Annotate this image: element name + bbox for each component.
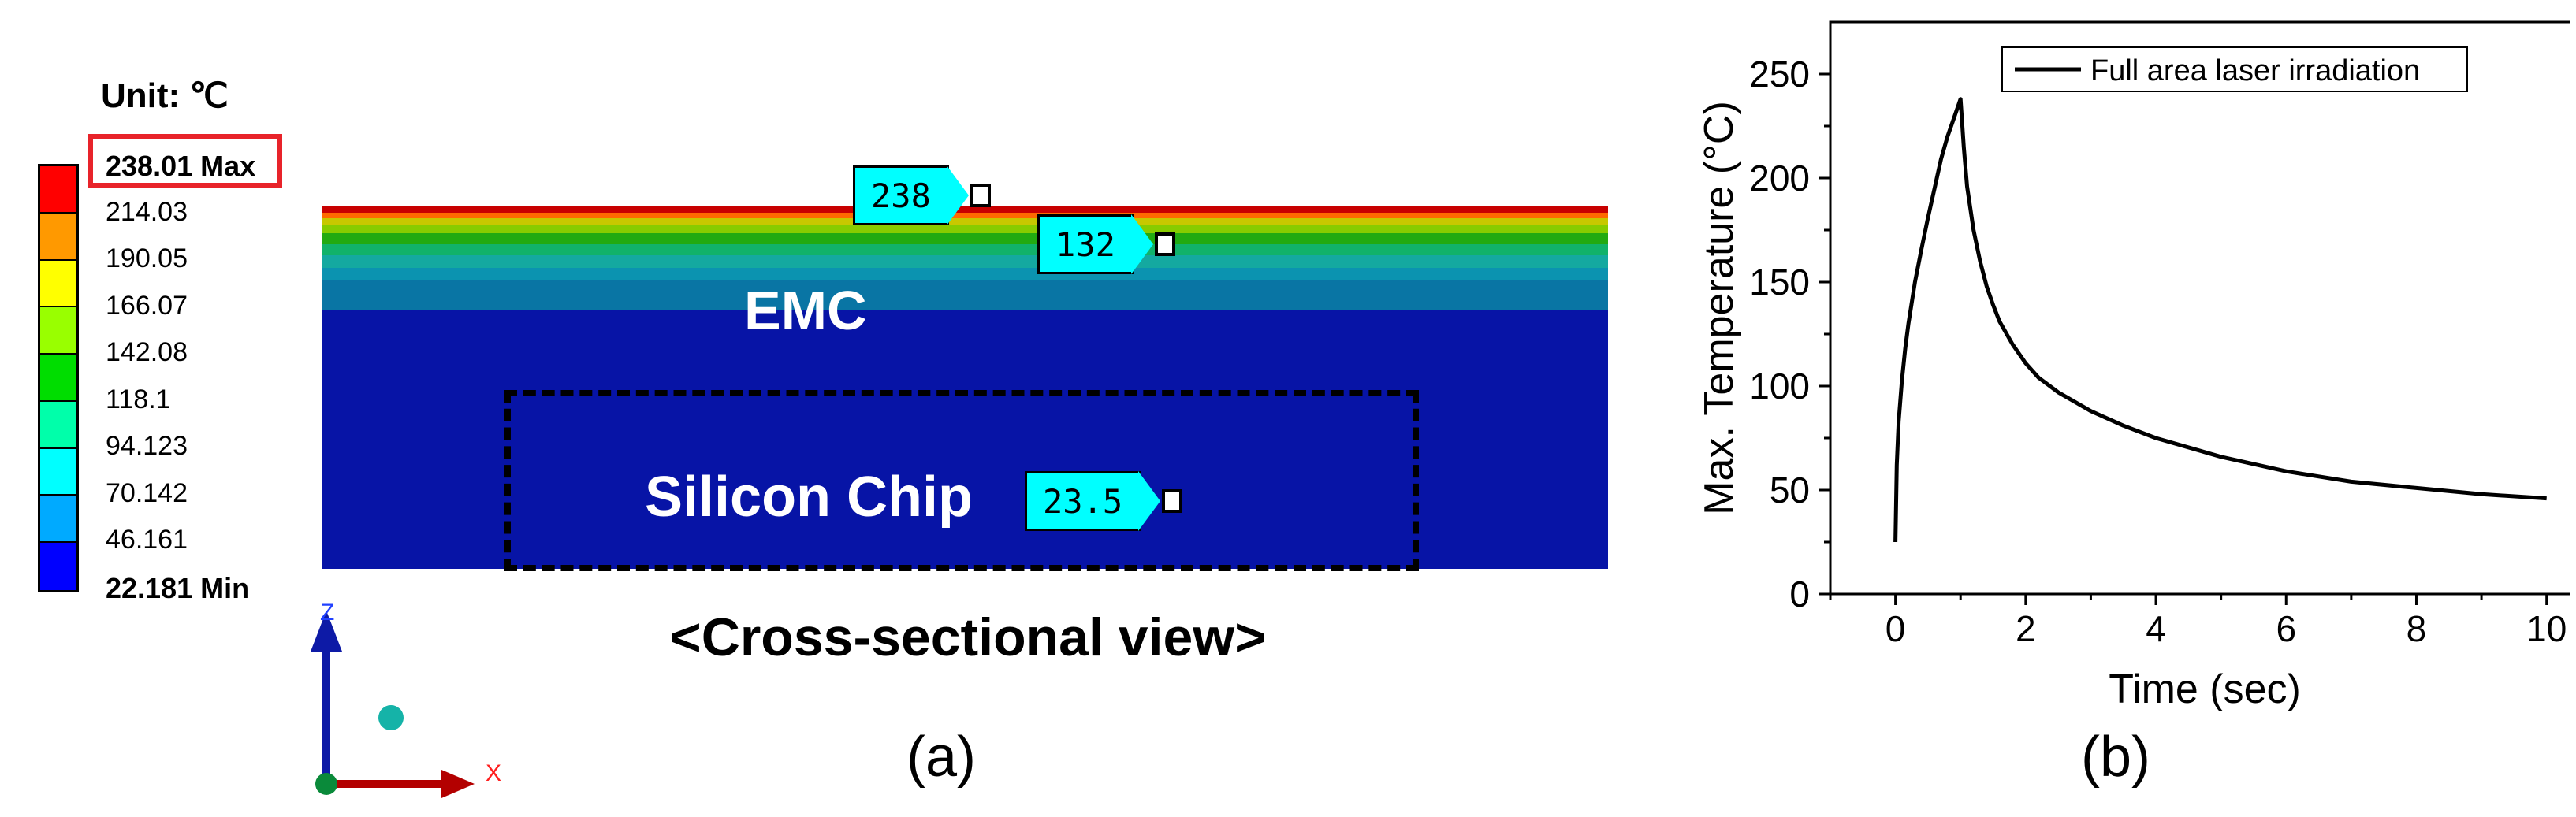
layer-green <box>322 233 1608 244</box>
color-bar-band <box>40 260 76 308</box>
layer-yellowgreen <box>322 225 1608 233</box>
layer-substrate <box>322 310 1608 569</box>
legend-unit-title: Unit: ℃ <box>101 76 229 115</box>
legend-label: 214.03 <box>106 196 188 227</box>
legend-label: 166.07 <box>106 290 188 321</box>
probe-max: 238 <box>853 165 991 225</box>
x-tick-label: 10 <box>2526 608 2567 649</box>
legend-entry: Full area laser irradiation <box>2090 54 2420 87</box>
layer-cyan <box>322 255 1608 268</box>
y-axis-label: Max. Temperature (°C) <box>1696 101 1742 515</box>
probe-tag: 238 <box>853 165 949 225</box>
chart-axes <box>1829 20 2570 596</box>
legend-label: 238.01 Max <box>106 150 256 182</box>
origin-dot <box>315 773 337 795</box>
z-axis-label: Z <box>320 600 334 626</box>
x-axis-label: X <box>486 760 501 786</box>
color-bar-band <box>40 355 76 402</box>
layer-lightblue <box>322 268 1608 280</box>
probe-tip <box>946 165 969 225</box>
max-value-highlight-box <box>88 134 282 188</box>
region-label-silicon-chip: Silicon Chip <box>645 466 973 529</box>
silicon-chip-outline <box>504 390 1419 571</box>
chart-legend: Full area laser irradiation <box>2001 46 2468 92</box>
plot-frame <box>1829 20 2570 596</box>
y-tick-label: 50 <box>1770 470 1810 511</box>
panel-label-b: (b) <box>2081 726 2150 789</box>
color-bar-band <box>40 166 76 214</box>
probe-tip <box>1138 471 1161 531</box>
y-tick-label: 100 <box>1749 366 1810 407</box>
probe-mid: 132 <box>1037 214 1175 274</box>
legend-label: 94.123 <box>106 431 188 461</box>
y-tick-label: 0 <box>1789 574 1810 615</box>
cross-section-contour <box>322 206 1608 569</box>
legend-label: 142.08 <box>106 337 188 367</box>
probe-min: 23.5 <box>1025 471 1183 531</box>
series-line <box>1893 97 2547 543</box>
legend-label: 22.181 Min <box>106 571 250 604</box>
color-bar-band <box>40 448 76 496</box>
y-tick-label: 200 <box>1749 158 1810 199</box>
probe-pin <box>1154 232 1175 256</box>
probe-pin <box>970 184 991 207</box>
y-tick-label: 250 <box>1749 54 1810 95</box>
probe-value: 238 <box>871 176 931 215</box>
legend-label: 70.142 <box>106 477 188 508</box>
view-sphere-icon <box>378 705 404 730</box>
region-label-emc: EMC <box>744 280 867 341</box>
coordinate-triad-icon: Z X <box>311 600 501 798</box>
x-tick-label: 4 <box>2146 608 2166 649</box>
legend-label: 190.05 <box>106 243 188 273</box>
x-tick-label: 8 <box>2407 608 2427 649</box>
probe-tip <box>1130 214 1153 274</box>
x-tick-label: 0 <box>1885 608 1906 649</box>
color-bar-band <box>40 307 76 355</box>
color-bar-band <box>40 496 76 544</box>
color-bar-band <box>40 213 76 261</box>
chart-series <box>1893 97 2547 543</box>
layer-teal <box>322 244 1608 255</box>
cross-section-caption: <Cross-sectional view> <box>670 607 1266 667</box>
x-axis-label: Time (sec) <box>2109 667 2301 712</box>
legend-label: 118.1 <box>106 384 171 414</box>
legend-label: 46.161 <box>106 525 188 555</box>
x-axis-arrow <box>441 770 475 798</box>
color-bar-band <box>40 543 76 590</box>
x-tick-label: 6 <box>2276 608 2296 649</box>
probe-value: 132 <box>1055 225 1115 264</box>
y-tick-label: 150 <box>1749 262 1810 303</box>
probe-tag: 132 <box>1037 214 1134 274</box>
x-tick-label: 2 <box>2016 608 2036 649</box>
z-axis-arrow <box>311 611 342 652</box>
panel-label-a: (a) <box>906 726 976 789</box>
probe-value: 23.5 <box>1043 481 1123 521</box>
contour-color-bar <box>38 164 79 592</box>
layer-blue <box>322 280 1608 310</box>
probe-tag: 23.5 <box>1025 471 1141 531</box>
probe-pin <box>1162 489 1183 513</box>
color-bar-band <box>40 401 76 449</box>
